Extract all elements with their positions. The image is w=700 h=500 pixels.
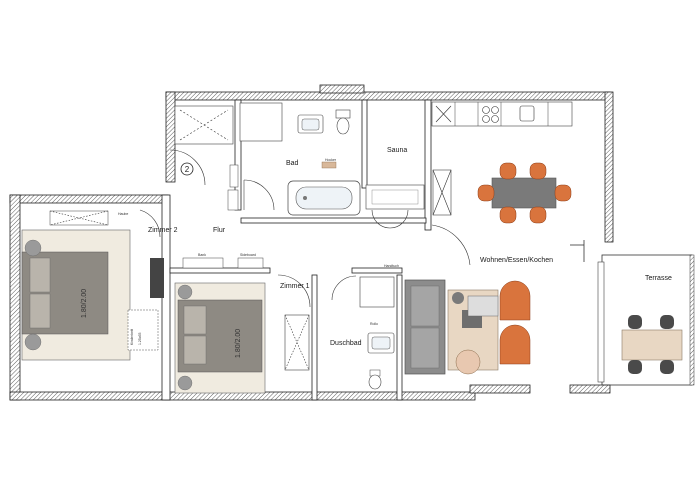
- bed-zimmer2: [21, 210, 164, 361]
- bed-size-zimmer1: 1.80/2.00: [235, 329, 242, 358]
- living-area: [404, 279, 531, 375]
- dining-table: [491, 177, 557, 209]
- kinderbett-label: Kinderbett: [130, 329, 134, 345]
- label-duschbad: Duschbad: [330, 340, 362, 347]
- small-label-sideboard: Sideboard: [240, 253, 256, 257]
- small-label-bank: Bank: [198, 253, 206, 257]
- bed-size-zimmer2: 1.80/2.00: [81, 289, 88, 318]
- duschbad-room: [331, 275, 395, 390]
- label-terrasse: Terrasse: [645, 275, 672, 282]
- label-wohnen: Wohnen/Essen/Kochen: [480, 257, 553, 264]
- label-flur: Flur: [213, 227, 226, 234]
- small-label-haube: Haube: [118, 212, 128, 216]
- sauna-room: [365, 169, 452, 229]
- doors: [139, 149, 585, 266]
- marker-number: 2: [185, 165, 190, 174]
- kitchen-row: [431, 101, 573, 127]
- label-zimmer1: Zimmer 1: [280, 283, 310, 290]
- kinderbett-size: 1.25x65: [138, 332, 142, 345]
- walls: [9, 84, 695, 401]
- small-label-handt: Handtuch: [384, 264, 399, 268]
- label-bad: Bad: [286, 160, 299, 167]
- marker-circle: [180, 162, 194, 176]
- label-zimmer2: Zimmer 2: [148, 227, 178, 234]
- dining-set: [477, 162, 572, 224]
- bad-room: [174, 102, 361, 216]
- small-label-hocker: Hocker: [325, 158, 337, 162]
- small-label-rollo: Rollo: [370, 322, 378, 326]
- label-sauna: Sauna: [387, 147, 407, 154]
- bed-zimmer1: [174, 257, 311, 394]
- terrasse-set: [621, 315, 683, 374]
